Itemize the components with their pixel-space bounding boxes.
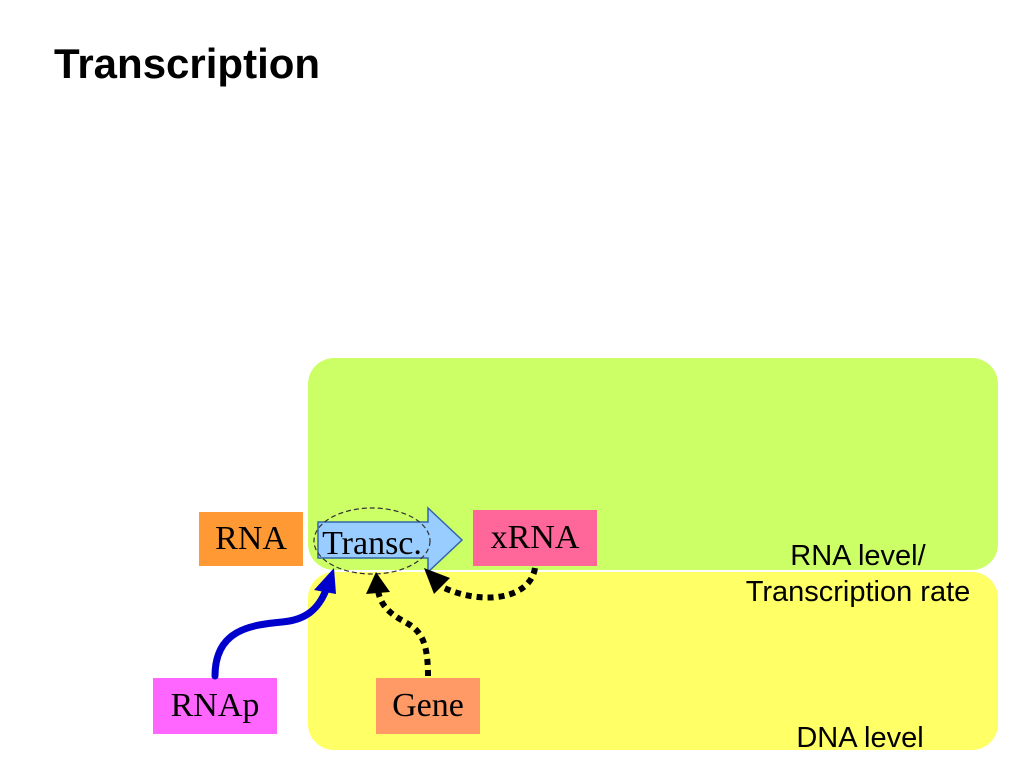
rna-level-label: RNA level/ Transcription rate [718, 538, 998, 610]
rnap-node: RNAp [153, 678, 277, 734]
xrna-node: xRNA [473, 510, 597, 566]
xrna-arrow-head [424, 568, 450, 594]
transc-arrow-shape [317, 506, 464, 574]
rna-level-label-line1: RNA level/ [790, 540, 926, 572]
gene-arrow-head [366, 572, 390, 594]
gene-arrow [375, 589, 431, 677]
rnap-arrow [211, 586, 330, 680]
gene-node: Gene [376, 678, 480, 734]
page-title: Transcription [54, 40, 321, 87]
xrna-arrow [438, 567, 538, 601]
transc-node-label: Transc. [322, 525, 422, 562]
rna-level-label-line2: Transcription rate [745, 576, 971, 608]
transc-ellipse [313, 507, 431, 575]
dna-level-label: DNA level [796, 722, 924, 754]
rna-node: RNA [199, 512, 303, 566]
rnap-arrow-head [314, 568, 336, 594]
